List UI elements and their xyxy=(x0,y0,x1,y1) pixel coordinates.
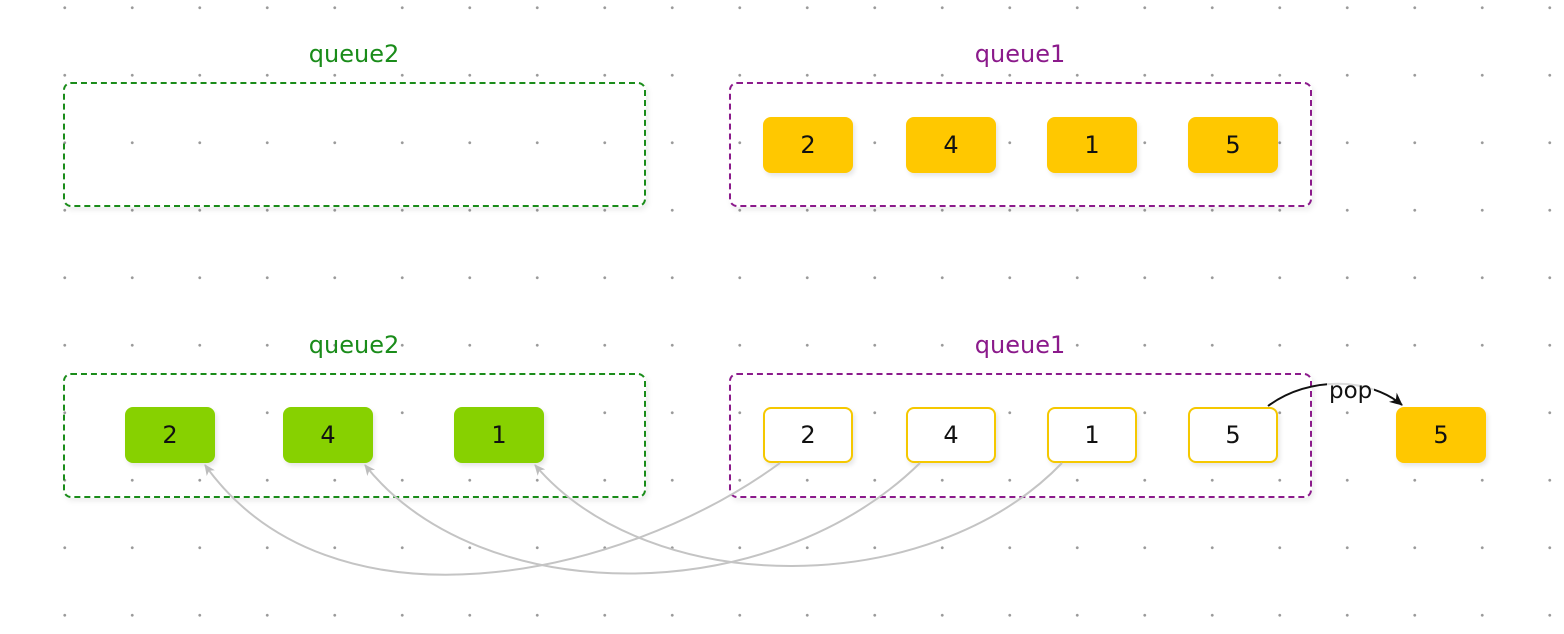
bottom-queue1-item: 2 xyxy=(763,407,853,463)
bottom-queue1-label: queue1 xyxy=(974,331,1066,359)
bottom-queue1-item: 4 xyxy=(906,407,996,463)
bottom-queue2-box xyxy=(63,373,646,498)
bottom-queue2-item: 4 xyxy=(283,407,373,463)
bottom-queue1-item: 5 xyxy=(1188,407,1278,463)
bottom-queue2-item: 2 xyxy=(125,407,215,463)
top-queue2-box xyxy=(63,82,646,207)
bottom-queue2-label: queue2 xyxy=(308,331,400,359)
move-arrow-2 xyxy=(204,462,781,576)
top-queue1-label: queue1 xyxy=(974,40,1066,68)
popped-item: 5 xyxy=(1396,407,1486,463)
bottom-queue1-box xyxy=(729,373,1312,498)
top-queue1-item: 2 xyxy=(763,117,853,173)
top-queue2-label: queue2 xyxy=(308,40,400,68)
top-queue1-item: 1 xyxy=(1047,117,1137,173)
move-arrow-1 xyxy=(534,462,1063,567)
top-queue1-box xyxy=(729,82,1312,207)
bottom-queue2-item: 1 xyxy=(454,407,544,463)
pop-label: pop xyxy=(1327,378,1375,404)
bottom-queue1-item: 1 xyxy=(1047,407,1137,463)
top-queue1-item: 4 xyxy=(906,117,996,173)
move-arrow-4 xyxy=(364,462,921,575)
top-queue1-item: 5 xyxy=(1188,117,1278,173)
